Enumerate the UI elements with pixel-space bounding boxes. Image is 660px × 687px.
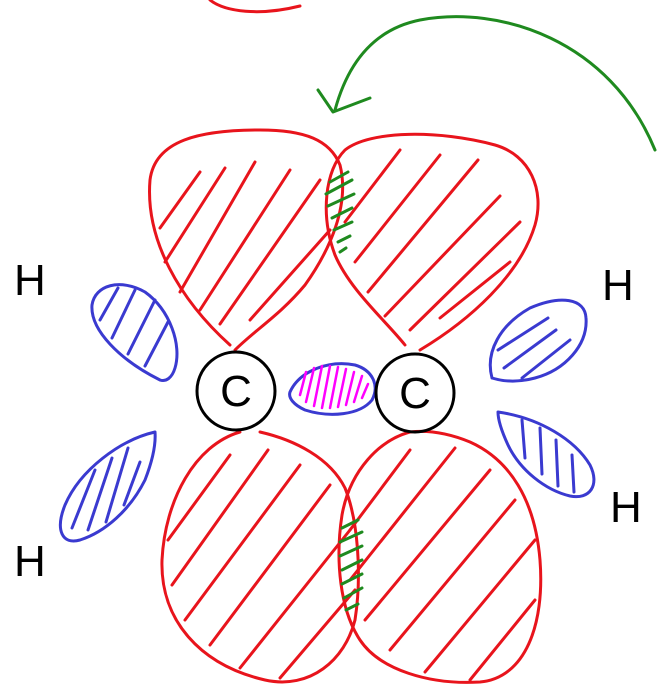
p-orbital-lobe-upper-left bbox=[148, 128, 345, 352]
hydrogen-label-top-right: H bbox=[602, 261, 634, 310]
hydrogen-label-bottom-right: H bbox=[610, 483, 642, 532]
carbon-label-left: C bbox=[220, 367, 252, 416]
p-orbital-lobe-upper-right bbox=[324, 132, 540, 352]
pi-overlap-lower bbox=[338, 518, 364, 612]
sp2-orbital-lower-right bbox=[496, 410, 596, 499]
hydrogen-label-top-left: H bbox=[14, 256, 46, 305]
sp2-orbital-lower-left bbox=[59, 430, 157, 543]
hydrogen-label-bottom-left: H bbox=[14, 537, 46, 586]
p-orbital-lobe-lower-right bbox=[337, 429, 543, 684]
carbon-atom-right: C bbox=[374, 352, 456, 434]
curved-arrow bbox=[316, 15, 657, 152]
carbon-atom-left: C bbox=[195, 350, 277, 432]
sigma-bond bbox=[288, 362, 377, 416]
sp2-orbital-upper-right bbox=[488, 298, 588, 383]
partial-lobe-top bbox=[208, 0, 302, 14]
p-orbital-lobe-lower-left bbox=[160, 430, 360, 684]
sp2-orbital-upper-left bbox=[90, 283, 179, 382]
pi-overlap-upper bbox=[324, 170, 356, 254]
carbon-label-right: C bbox=[399, 369, 431, 418]
